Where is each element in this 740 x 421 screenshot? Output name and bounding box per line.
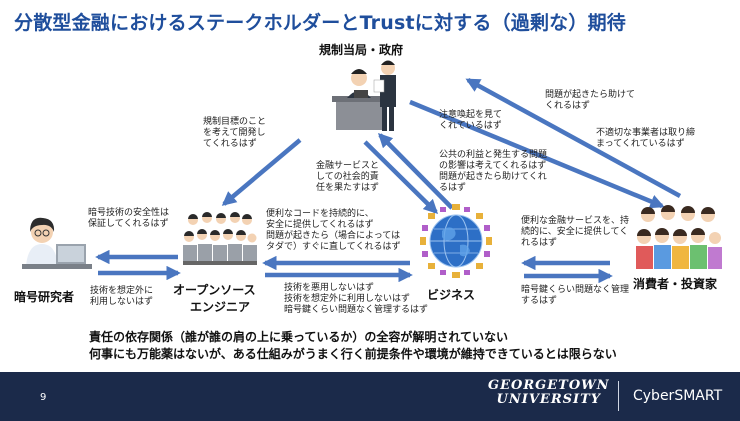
arrow-regulator-to-consumer: [409, 99, 665, 209]
footer-divider: [618, 381, 619, 411]
logo-line-2: UNIVERSITY: [496, 392, 602, 407]
summary-line-2: 何事にも万能薬はないが、ある仕組みがうまく行く前提条件や環境が維持できているとは…: [89, 347, 617, 361]
note-oss-to-business: 技術を悪用しないはず 技術を想定外に利用しないはず 暗号鍵くらい問題なく管理する…: [284, 283, 429, 315]
note-oss-to-researcher: 暗号技術の安全性は 保証してくれるはず: [88, 208, 170, 229]
label-business: ビジネス: [427, 288, 476, 302]
engineers-crowd-illustration: [183, 212, 257, 265]
note-regulator-to-consumer: 不適切な事業者は取り締 まってくれているはず: [596, 128, 696, 149]
note-consumer-to-business: 便利な金融サービスを、持 続的に、安全に提供してく れるはず: [521, 216, 630, 248]
arrow-consumer-to-regulator: [465, 78, 682, 198]
footer-bar: 9 GEORGETOWN UNIVERSITY CyberSMART: [0, 372, 740, 421]
summary-line-1: 責任の依存関係（誰が誰の肩の上に乗っているか）の全容が解明されていない: [89, 330, 509, 344]
arrow-business-to-regulator: [377, 132, 454, 210]
note-researcher-to-oss: 技術を想定外に 利用しないはず: [90, 286, 154, 307]
label-oss-line1: オープンソース: [173, 283, 256, 297]
note-regulator-to-business: 金融サービスと しての社会的責 任を果たすはず: [316, 161, 380, 193]
page-number: 9: [40, 392, 47, 403]
arrow-regulator-to-business: [363, 140, 439, 215]
note-business-to-regulator: 注意喚起を見て くれているはず: [439, 110, 503, 131]
regulator-illustration: [332, 60, 396, 131]
label-oss-line2: エンジニア: [190, 300, 251, 314]
researcher-illustration: [22, 217, 92, 269]
note-regulator-to-oss: 規制目標のこと を考えて開発し てくれるはず: [203, 117, 267, 149]
note-business-to-oss: 便利なコードを持続的に、 安全に提供してくれるはず 問題が起きたら（場合によって…: [266, 209, 401, 252]
label-consumer: 消費者・投資家: [633, 277, 718, 291]
consumers-crowd-illustration: [636, 205, 722, 269]
arrow-regulator-to-oss: [221, 138, 302, 206]
georgetown-logo: GEORGETOWN UNIVERSITY: [488, 379, 610, 407]
note-consumer-to-regulator: 問題が起きたら助けて くれるはず: [545, 90, 636, 111]
label-regulator: 規制当局・政府: [319, 43, 404, 57]
slide-title: 分散型金融におけるステークホルダーとTrustに対する（過剰な）期待: [14, 12, 626, 34]
logo-line-1: GEORGETOWN: [488, 378, 610, 393]
note-business-to-regulator-public: 公共の利益と発生する問題 の影響は考えてくれるはず 問題が起きたら助けてくれ る…: [439, 150, 548, 193]
brand-label: CyberSMART: [633, 388, 723, 404]
globe-network-illustration: [420, 204, 492, 278]
label-researcher: 暗号研究者: [14, 290, 75, 304]
note-business-to-consumer: 暗号鍵くらい問題なく管理 するはず: [521, 285, 630, 306]
